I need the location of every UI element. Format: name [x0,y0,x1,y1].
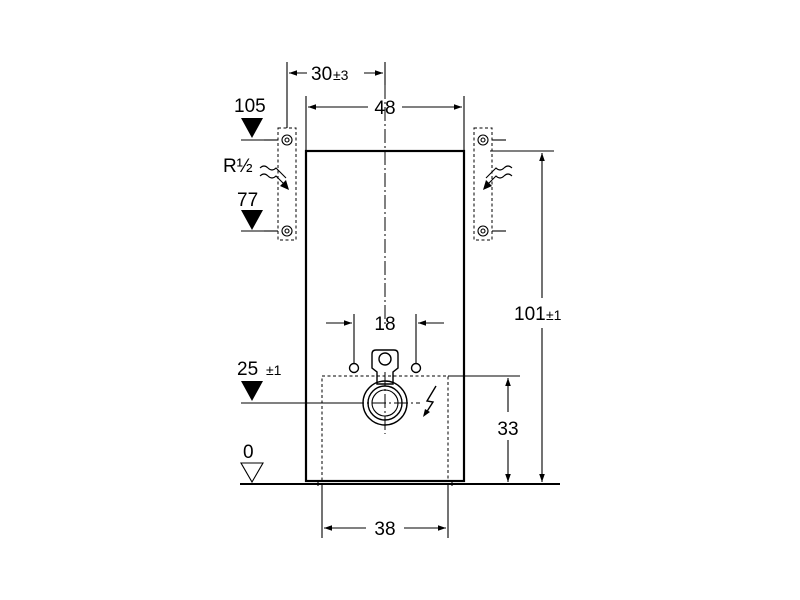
right-bracket-screw-top [477,134,489,146]
dim-total-height-tolerance: ±1 [546,307,562,323]
right-bracket-screw-bottom [477,225,489,237]
level-upper-marker-icon [241,118,263,138]
drain-fitting [371,349,399,385]
level-lower-marker-icon [241,210,263,230]
dim-total-height-value: 101 [514,304,546,325]
level-drain-marker-icon [241,381,263,401]
connection-point-right [410,362,422,374]
level-zero-value: 0 [243,442,254,463]
level-drain-value: 25 [237,359,258,380]
dim-frame-width-value: 48 [374,98,395,119]
dim-box-height-value: 33 [497,419,518,440]
left-mounting-bracket [277,127,297,241]
right-mounting-bracket [473,127,493,241]
level-lower-value: 77 [237,190,258,211]
dim-bracket-offset-value: 30 [311,64,332,85]
level-upper-value: 105 [234,96,266,117]
dim-bracket-offset-tolerance: ±3 [333,67,349,83]
level-zero-marker-icon [240,462,264,484]
water-supply-left-icon [259,165,289,190]
thread-size-label: R½ [223,156,253,177]
left-bracket-screw-top [281,134,293,146]
left-bracket-screw-bottom [281,225,293,237]
dim-box-width-value: 38 [374,519,395,540]
level-drain-tolerance: ±1 [266,362,282,378]
water-supply-right-icon [483,165,513,190]
connection-point-left [348,362,360,374]
dim-connection-spacing-value: 18 [374,314,395,335]
lightning-bolt-icon [423,385,437,417]
